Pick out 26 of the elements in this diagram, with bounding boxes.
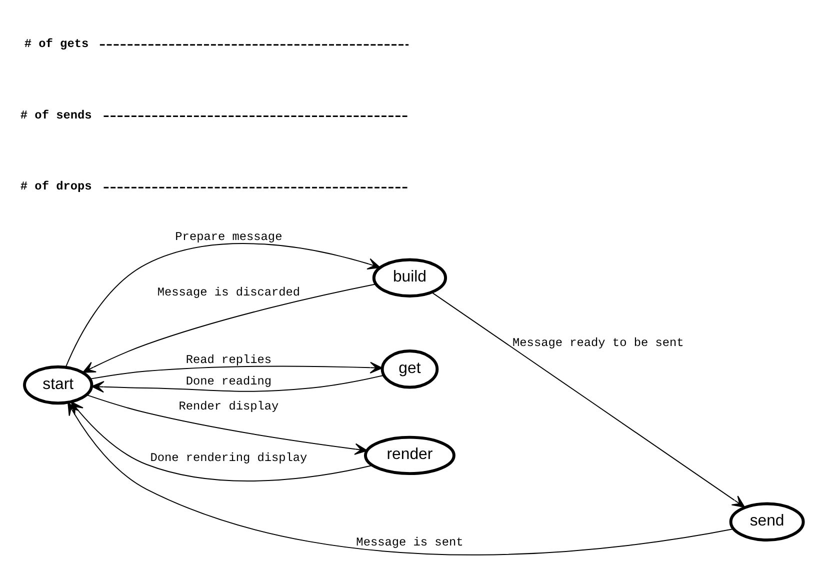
connector [104,115,409,116]
edge-label: Message is sent [356,534,464,549]
node-text: # of gets [24,36,89,50]
node-ellipse: send [729,502,805,541]
arrow [86,394,368,454]
edge-label: Read replies [186,352,272,366]
arrow [90,361,383,379]
arrow [65,242,380,367]
arrow [82,283,376,372]
node-text: # of sends [20,108,92,122]
edge-label: Done rendering display [150,450,308,464]
arrow [70,400,373,481]
arrow [91,374,384,392]
edge-label: Message ready to be sent [512,335,684,350]
node-ellipse: build [372,258,448,298]
node-ellipse: start [23,364,94,404]
connector [104,186,409,188]
node-ellipse: render [364,435,456,475]
edge-label: Prepare message [175,229,282,244]
node-text: # of drops [20,179,92,194]
connector [100,44,409,46]
edge-label: Done reading [186,374,272,388]
edge-label: Message is discarded [157,284,300,299]
edge-label: Render display [178,398,279,413]
node-ellipse: get [380,349,439,388]
arrow [431,291,746,508]
